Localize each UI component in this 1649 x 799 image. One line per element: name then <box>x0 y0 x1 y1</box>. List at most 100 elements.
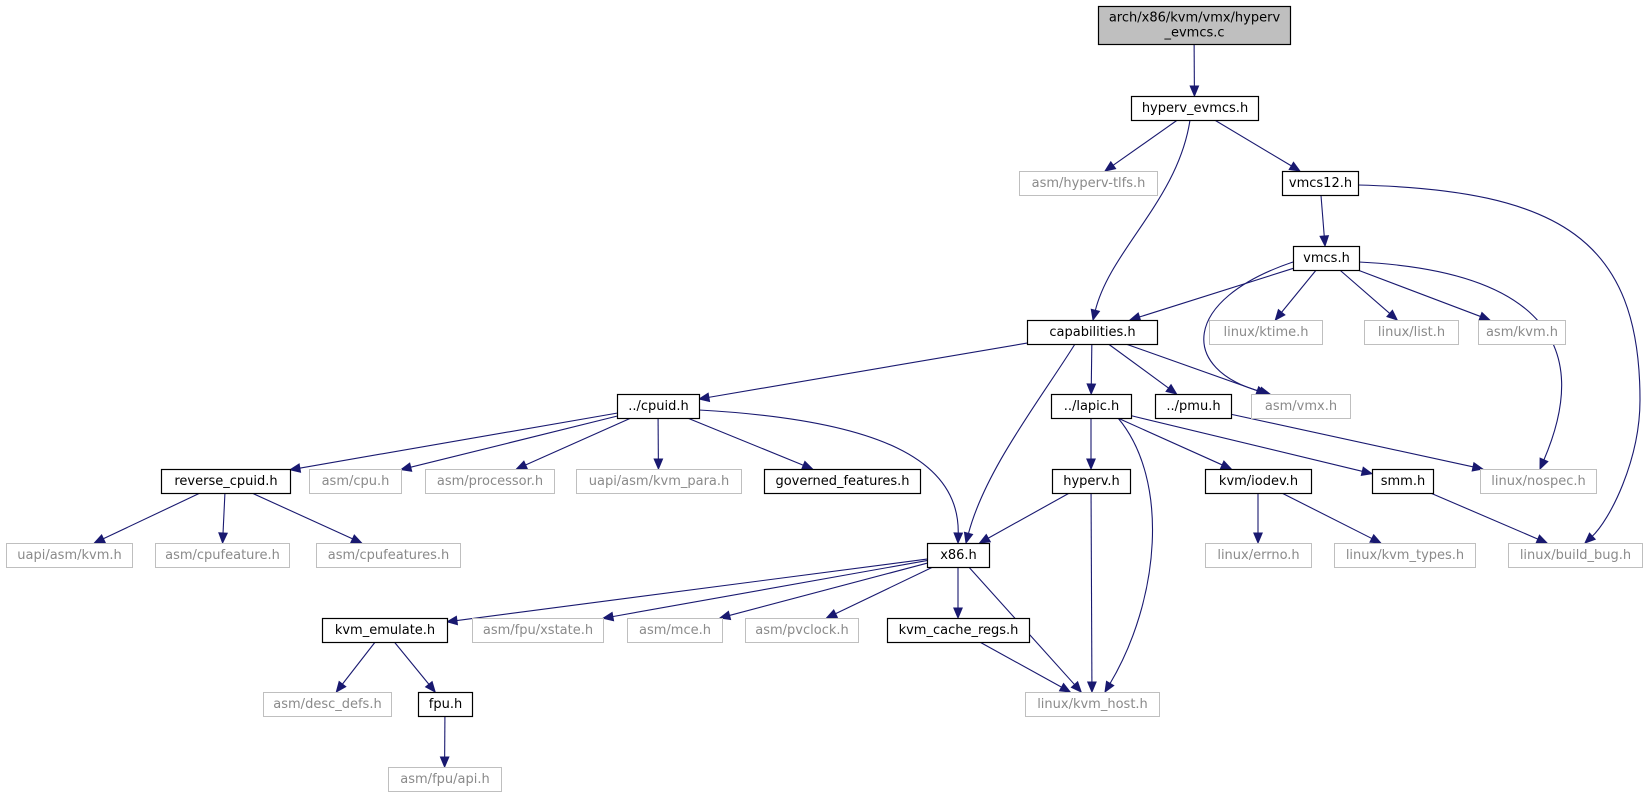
node-root[interactable]: arch/x86/kvm/vmx/hyperv_evmcs.c <box>1097 5 1292 46</box>
edge-reverse-cpuid-h-to-asm-cpufeatures-h-line <box>251 492 354 540</box>
edge-reverse-cpuid-h-to-uapi-asm-kvm-h-line <box>102 492 201 540</box>
node-linux-errno-h-label: linux/errno.h <box>1217 548 1299 563</box>
edge-vmcs12-h-to-vmcs-h-line <box>1320 194 1325 238</box>
node-smm-h-box <box>1371 468 1435 495</box>
edge-x86-h-to-linux-kvm-host-h-arrowhead <box>1070 680 1083 693</box>
edge-kvm-iodev-h-to-linux-kvm-types-h-arrowhead <box>1369 533 1382 544</box>
node-cpuid-h-box <box>616 393 701 420</box>
node-asm-mce-h-label: asm/mce.h <box>639 623 711 638</box>
edge-pmu-h-to-linux-nospec-h-line <box>1230 413 1475 468</box>
node-linux-errno-h-box <box>1205 543 1312 568</box>
edge-x86-h-to-kvm-emulate-h-arrowhead <box>445 615 459 626</box>
node-smm-h[interactable]: smm.h <box>1371 468 1435 495</box>
edge-kvm-iodev-h-to-linux-errno-h-arrowhead <box>1253 532 1263 545</box>
edge-x86-h-to-asm-mce-h <box>718 562 928 621</box>
node-asm-pvclock-h-box <box>745 618 859 643</box>
node-lapic-h[interactable]: ../lapic.h <box>1050 393 1133 420</box>
edge-vmcs-h-to-linux-ktime-h <box>1274 269 1317 321</box>
edge-vmcs-h-to-linux-nospec-h <box>1358 261 1562 471</box>
node-uapi-asm-kvm-h-box <box>6 543 133 568</box>
edge-vmcs-h-to-asm-vmx-h-line <box>1203 261 1294 393</box>
edge-hyperv-h-to-linux-kvm-host-h-arrowhead <box>1086 681 1097 694</box>
node-asm-fpu-api-h-label: asm/fpu/api.h <box>400 772 489 787</box>
node-kvm-cache-regs-h-box <box>886 617 1031 644</box>
edge-capabilities-h-to-asm-vmx-h-line <box>1125 343 1259 392</box>
edge-cpuid-h-to-asm-cpu-h-arrowhead <box>399 462 413 472</box>
node-hyperv-evmcs-h[interactable]: hyperv_evmcs.h <box>1130 95 1260 122</box>
node-fpu-h[interactable]: fpu.h <box>417 691 474 718</box>
node-fpu-h-box <box>417 691 474 718</box>
edge-reverse-cpuid-h-to-asm-cpufeatures-h-arrowhead <box>350 534 363 544</box>
edge-capabilities-h-to-asm-vmx-h <box>1125 343 1268 396</box>
node-pmu-h-label: ../pmu.h <box>1166 399 1220 414</box>
edge-vmcs-h-to-linux-list-h-line <box>1339 269 1391 315</box>
edge-lapic-h-to-smm-h-arrowhead <box>1360 466 1374 477</box>
edge-hyperv-h-to-linux-kvm-host-h <box>1086 492 1097 694</box>
node-x86-h[interactable]: x86.h <box>926 542 991 569</box>
node-capabilities-h[interactable]: capabilities.h <box>1026 319 1159 346</box>
edge-lapic-h-to-kvm-iodev-h <box>1117 417 1233 470</box>
node-reverse-cpuid-h[interactable]: reverse_cpuid.h <box>160 468 292 495</box>
edge-vmcs-h-to-asm-kvm-h-line <box>1357 269 1482 318</box>
node-asm-fpu-xstate-h-label: asm/fpu/xstate.h <box>483 623 593 638</box>
edge-kvm-cache-regs-h-to-linux-kvm-host-h-arrowhead <box>1058 682 1072 693</box>
node-pmu-h[interactable]: ../pmu.h <box>1154 393 1233 420</box>
edge-x86-h-to-asm-fpu-xstate-h-line <box>611 559 928 618</box>
node-linux-list-h-box <box>1364 320 1459 345</box>
edge-x86-h-to-kvm-cache-regs-h-arrowhead <box>953 607 963 620</box>
node-vmcs12-h-box <box>1281 170 1360 197</box>
node-linux-ktime-h-label: linux/ktime.h <box>1223 325 1308 340</box>
node-governed-features-h-box <box>763 468 922 495</box>
node-cpuid-h-label: ../cpuid.h <box>628 399 689 414</box>
node-asm-processor-h-box <box>425 469 555 494</box>
node-uapi-asm-kvm-para-h-label: uapi/asm/kvm_para.h <box>589 474 730 489</box>
edge-lapic-h-to-kvm-iodev-h-line <box>1117 417 1224 466</box>
edge-vmcs-h-to-asm-kvm-h-arrowhead <box>1478 311 1492 321</box>
node-vmcs-h[interactable]: vmcs.h <box>1292 245 1361 272</box>
node-hyperv-h[interactable]: hyperv.h <box>1051 468 1132 495</box>
node-asm-vmx-h: asm/vmx.h <box>1251 394 1351 419</box>
edge-cpuid-h-to-x86-h <box>698 409 964 545</box>
edge-x86-h-to-kvm-emulate-h-line <box>455 558 928 622</box>
edge-cpuid-h-to-x86-h-arrowhead <box>953 532 964 545</box>
node-governed-features-h[interactable]: governed_features.h <box>763 468 922 495</box>
edge-cpuid-h-to-asm-cpu-h <box>399 415 618 472</box>
node-x86-h-box <box>926 542 991 569</box>
node-asm-cpu-h-box <box>309 469 402 494</box>
node-linux-build-bug-h-label: linux/build_bug.h <box>1520 548 1631 563</box>
edge-hyperv-evmcs-h-to-capabilities-h-arrowhead <box>1090 308 1101 322</box>
node-kvm-cache-regs-h[interactable]: kvm_cache_regs.h <box>886 617 1031 644</box>
node-capabilities-h-box <box>1026 319 1159 346</box>
node-hyperv-evmcs-h-box <box>1130 95 1260 122</box>
edge-capabilities-h-to-cpuid-h <box>697 342 1028 403</box>
edge-capabilities-h-to-lapic-h-arrowhead <box>1086 383 1097 396</box>
edge-cpuid-h-to-governed-features-h-line <box>687 417 805 467</box>
edge-kvm-emulate-h-to-fpu-h <box>393 641 437 693</box>
node-kvm-emulate-h[interactable]: kvm_emulate.h <box>321 617 449 644</box>
edge-vmcs-h-to-linux-ktime-h-arrowhead <box>1274 308 1286 321</box>
edge-hyperv-h-to-x86-h <box>978 492 1070 544</box>
node-vmcs-h-box <box>1292 245 1361 272</box>
edge-hyperv-evmcs-h-to-vmcs12-h-line <box>1214 119 1293 167</box>
node-asm-cpufeatures-h-box <box>316 543 461 568</box>
node-asm-kvm-h-label: asm/kvm.h <box>1486 325 1558 340</box>
edge-vmcs-h-to-linux-list-h <box>1339 269 1399 321</box>
node-vmcs12-h[interactable]: vmcs12.h <box>1281 170 1360 197</box>
node-cpuid-h[interactable]: ../cpuid.h <box>616 393 701 420</box>
node-linux-list-h-label: linux/list.h <box>1378 325 1445 340</box>
edge-vmcs12-h-to-vmcs-h-arrowhead <box>1319 235 1330 248</box>
edge-cpuid-h-to-asm-processor-h-line <box>524 417 632 466</box>
node-fpu-h-label: fpu.h <box>429 697 462 712</box>
edge-cpuid-h-to-asm-processor-h <box>515 417 632 470</box>
edge-cpuid-h-to-reverse-cpuid-h <box>288 412 618 473</box>
node-root-label-line-1: arch/x86/kvm/vmx/hyperv <box>1109 11 1281 26</box>
edge-kvm-iodev-h-to-linux-kvm-types-h-line <box>1281 492 1373 540</box>
edge-lapic-h-to-hyperv-h-arrowhead <box>1086 458 1096 471</box>
edge-fpu-h-to-asm-fpu-api-h <box>439 715 450 769</box>
node-asm-fpu-xstate-h-box <box>472 618 604 643</box>
edge-vmcs-h-to-linux-ktime-h-line <box>1280 269 1317 314</box>
edge-cpuid-h-to-uapi-asm-kvm-para-h-arrowhead <box>653 458 664 471</box>
edge-lapic-h-to-linux-kvm-host-h-line <box>1109 417 1154 685</box>
node-asm-cpufeatures-h-label: asm/cpufeatures.h <box>328 548 450 563</box>
node-kvm-iodev-h[interactable]: kvm/iodev.h <box>1204 468 1313 495</box>
